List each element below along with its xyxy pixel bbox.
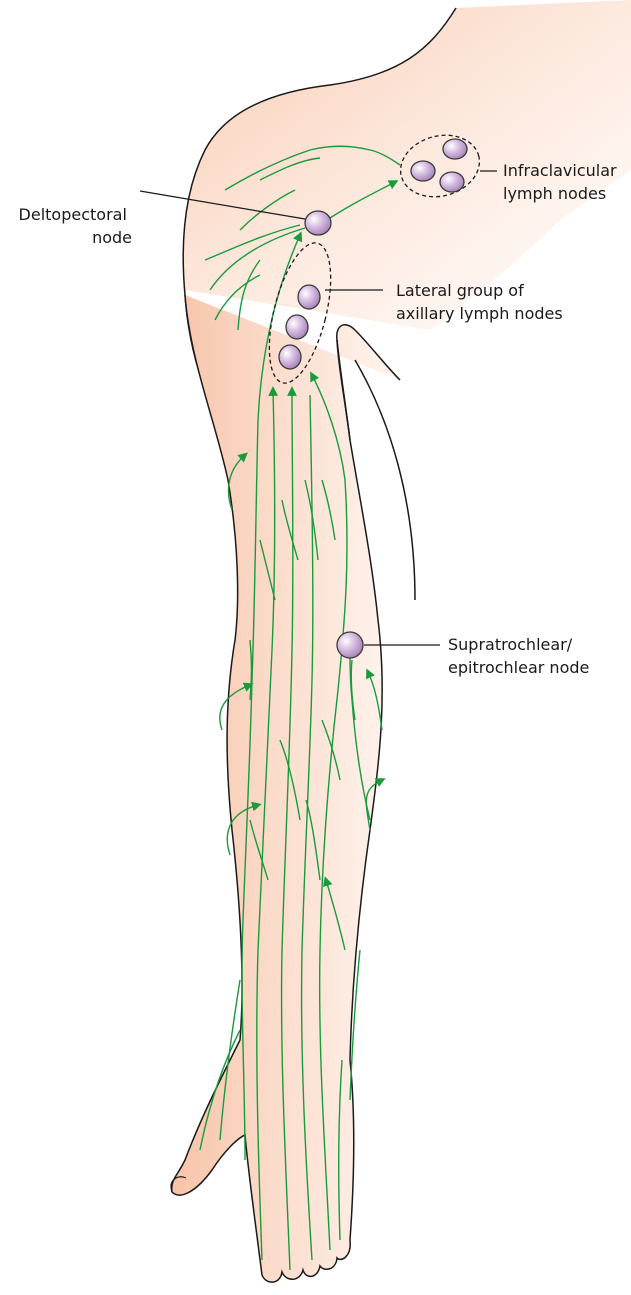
arm-outline: [172, 295, 400, 1282]
infraclavicular-label-line1: Infraclavicular: [503, 161, 617, 180]
deltopectoral-label-line2: node: [92, 228, 132, 247]
supratrochlear-label-line2: epitrochlear node: [448, 658, 589, 677]
deltopectoral-label-line1: Deltopectoral: [19, 205, 127, 224]
axillary-node: [298, 285, 320, 309]
lateral-axillary-label-line1: Lateral group of: [396, 281, 524, 300]
supratrochlear-label: Supratrochlear/ epitrochlear node: [448, 635, 589, 677]
lateral-axillary-label-line2: axillary lymph nodes: [396, 304, 563, 323]
deltopectoral-label: Deltopectoral node: [19, 205, 132, 247]
axillary-node: [279, 345, 301, 369]
infraclavicular-node: [440, 172, 464, 192]
supratrochlear-node: [337, 632, 363, 658]
axillary-node: [286, 315, 308, 339]
infraclavicular-node: [411, 161, 435, 181]
infraclavicular-node: [443, 139, 467, 159]
deltopectoral-node: [305, 211, 331, 235]
infraclavicular-label-line2: lymph nodes: [503, 184, 606, 203]
supratrochlear-label-line1: Supratrochlear/: [448, 635, 573, 654]
